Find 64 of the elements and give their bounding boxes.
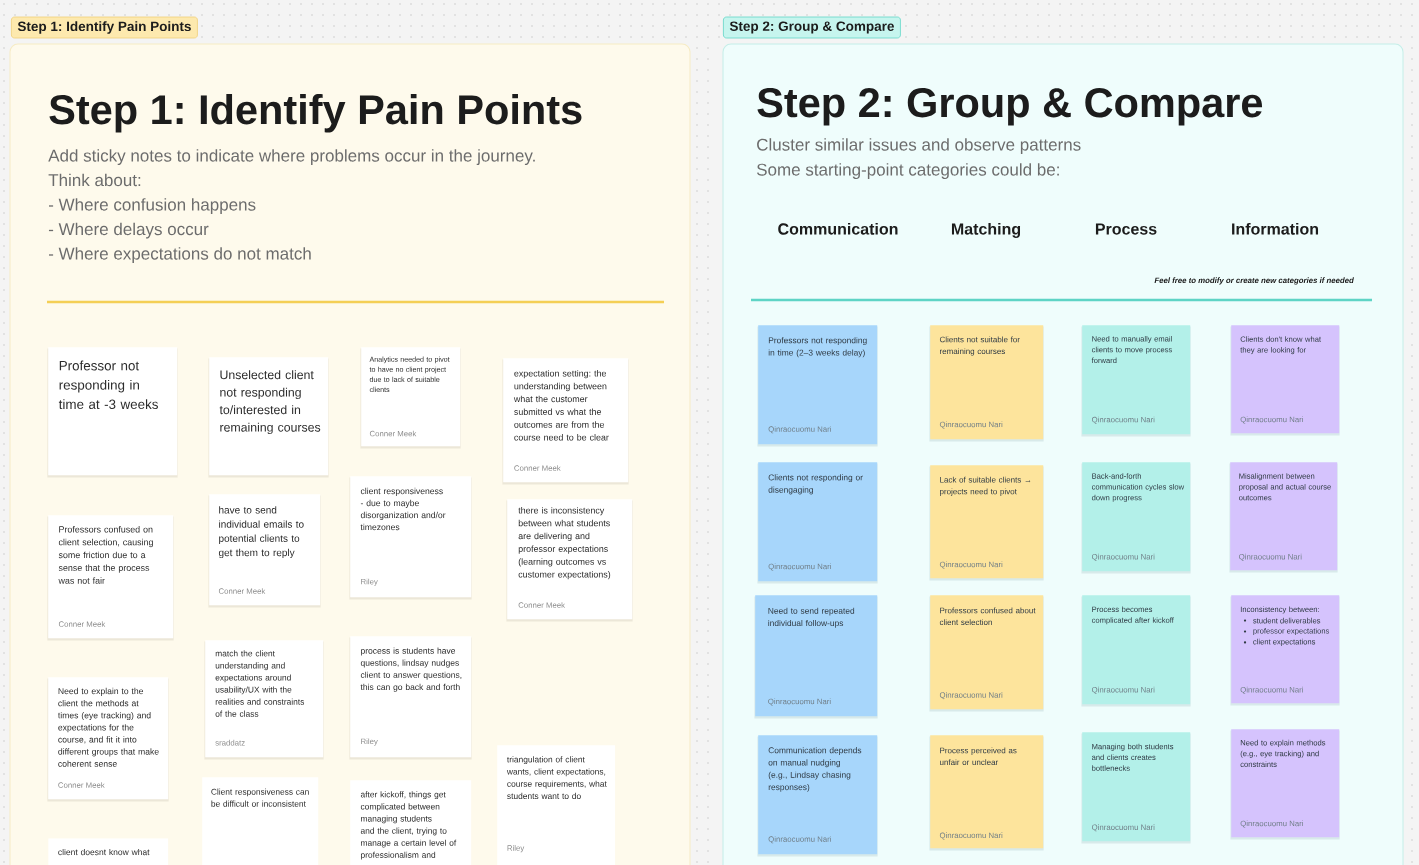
sticky-note (1081, 595, 1191, 707)
note-text: there is inconsistency between what students are delivering and professor expectations (learning outcomes vs customer expectations) (518, 507, 611, 580)
sticky-note (47, 347, 178, 478)
note-text: Clients not suitable for remaining courses (939, 336, 1020, 356)
sticky-note (1230, 595, 1340, 706)
sticky-note (506, 499, 633, 622)
sticky-note (754, 595, 878, 719)
panel-heading: Step 1: Identify Pain Points (49, 93, 582, 133)
sticky-note (502, 358, 629, 485)
instruction-text: - Where delays occur (48, 222, 209, 239)
sticky-note (1081, 325, 1191, 437)
note-text: client responsiveness - due to maybe disorganization and/or timezones (360, 487, 446, 531)
sticky-note (349, 476, 472, 600)
note-text: match the client understanding and expectations around usability/UX with the realities and constraints of the class (215, 650, 305, 717)
sticky-note (208, 494, 321, 608)
column-heading: Information (1232, 222, 1319, 235)
sticky-note (47, 515, 174, 641)
note-text: Clients not responding or disengaging (768, 474, 863, 495)
instruction-text: - Where confusion happens (48, 198, 256, 215)
instruction-text: Some starting-point categories could be: (757, 163, 1059, 180)
sticky-note (929, 735, 1044, 851)
note-text: Professors confused about client selection (939, 607, 1036, 625)
section-tab: Step 2: Group & Compare (723, 16, 901, 39)
sticky-note (349, 636, 472, 760)
column-heading: Communication (778, 222, 898, 235)
sticky-note (208, 357, 329, 478)
sticky-note (204, 640, 324, 760)
column-heading: Matching (951, 222, 1021, 238)
instruction-text: Think about: (48, 173, 141, 187)
column-heading: Process (1095, 223, 1157, 235)
section-tab: Step 1: Identify Pain Points (11, 16, 198, 39)
sticky-note (757, 325, 878, 447)
sticky-note (757, 735, 878, 857)
note-text: Professor not responding in time at -3 weeks (58, 360, 158, 410)
note-text: Need to explain to the client the methods at times (eye tracking) and expectations for the course, and fit it into different groups that make coherent sense (58, 687, 159, 767)
sticky-note (1230, 325, 1340, 436)
sticky-note (1230, 729, 1340, 840)
note-text: Process perceived as unfair or unclear (940, 747, 1017, 765)
note-text: Client responsiveness can be difficult or inconsistent (211, 788, 309, 807)
note-text: Communication depends on manual nudging (e.g., Lindsay chasing responses) (768, 747, 862, 792)
instruction-text: Add sticky notes to indicate where problems occur in the journey. (48, 149, 535, 166)
sticky-note (929, 465, 1044, 581)
instruction-text: - Where expectations do not match (48, 247, 311, 264)
note-text: Need to send repeated individual follow-ups (768, 607, 855, 628)
sticky-note (757, 462, 878, 584)
sticky-note (360, 347, 461, 449)
note-text: Lack of suitable clients → projects need to pivot (940, 476, 1031, 496)
sticky-note (1229, 462, 1338, 573)
panel-heading: Step 2: Group & Compare (757, 88, 1263, 126)
sticky-note (1081, 732, 1191, 844)
note-text: have to send individual emails to potential clients to get them to reply (218, 506, 304, 559)
sticky-note (47, 677, 169, 802)
note-text: triangulation of client wants, client expectations, course requirements, what students want to do (506, 756, 607, 799)
note-text: Professors not responding in time (2–3 weeks delay) (768, 337, 867, 358)
note-text: Unselected client not responding to/interested in remaining courses (219, 370, 321, 435)
note-text: process is students have questions, lindsay nudges client to answer questions, this can go back and forth (360, 647, 462, 692)
note-text: Professors confused on client selection, causing some friction due to a sense that the process was not fair (58, 526, 153, 584)
note-text: client doesnt know what (58, 848, 150, 856)
note-text: after kickoff, things get complicated between managing students and the client, trying to manage a certain level of professionalism and (360, 791, 457, 860)
instruction-text: Cluster similar issues and observe patterns (757, 138, 1081, 155)
note-text: expectation setting: the understanding between what the customer submitted vs what the outcomes are from the course need to be clear (513, 370, 609, 441)
sticky-note (929, 325, 1044, 442)
sticky-note (929, 595, 1044, 712)
sticky-note (1081, 462, 1191, 574)
